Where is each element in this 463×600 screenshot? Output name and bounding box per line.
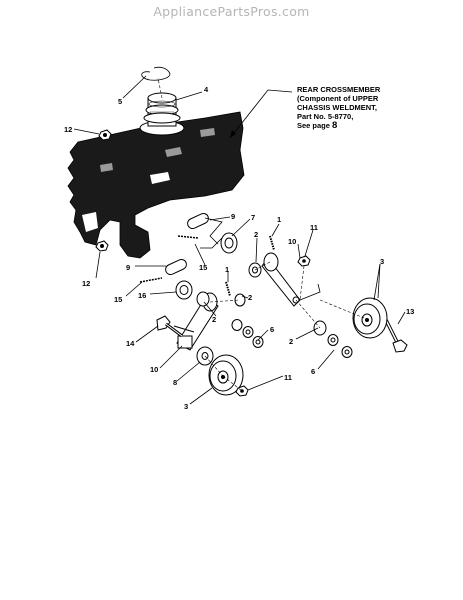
label-1-upper: 1: [277, 215, 281, 224]
label-2-upper: 2: [254, 230, 258, 239]
pin-15-upper: [177, 235, 199, 239]
callout-line-2: (Component of UPPER: [297, 94, 379, 103]
bearing-assembly: [139, 92, 185, 136]
nut-upper-left: [98, 129, 112, 141]
spring-9-upper: [187, 212, 223, 245]
washers-6-right: [313, 320, 353, 358]
callout-line-1: REAR CROSSMEMBER: [297, 85, 381, 94]
fitting-1-lower: [225, 281, 231, 297]
label-8: 8: [173, 378, 177, 387]
spring-9-lower: [165, 258, 187, 276]
label-6-left: 6: [270, 325, 274, 334]
nut-11-upper: [297, 255, 311, 267]
assembly-lines: [157, 77, 365, 392]
bolt-14: [156, 315, 183, 338]
label-11-lower: 11: [284, 373, 292, 382]
pin-15-lower: [139, 277, 163, 283]
label-12-lower: 12: [82, 279, 90, 288]
label-12-upper: 12: [64, 125, 72, 134]
label-15-upper: 15: [199, 263, 207, 272]
label-9-lower: 9: [126, 263, 130, 272]
label-7: 7: [251, 213, 255, 222]
idler-arm-upper: [261, 252, 321, 307]
site-watermark: AppliancePartsPros.com: [153, 4, 310, 19]
torsion-spring-7: [200, 232, 238, 254]
rear-crossmember-callout: REAR CROSSMEMBER (Component of UPPER CHA…: [229, 85, 381, 139]
callout-line-4: Part No. 5-8770,: [297, 112, 353, 121]
label-3-lower: 3: [184, 402, 188, 411]
label-4: 4: [204, 85, 209, 94]
washers-6-left: [231, 319, 264, 348]
label-15-lower: 15: [114, 295, 122, 304]
label-11-upper: 11: [310, 223, 318, 232]
fitting-1-upper: [269, 235, 275, 251]
callout-line-3: CHASSIS WELDMENT,: [297, 103, 377, 112]
label-1-lower: 1: [225, 265, 229, 274]
label-2-mid: 2: [248, 293, 252, 302]
label-10-lower: 10: [150, 365, 158, 374]
nut-lower-left: [95, 240, 109, 252]
part-labels: 5 4 12 12 9 7 1 2 10 11 9 15 15 16 1 2 2…: [64, 85, 414, 411]
snap-ring: [141, 66, 171, 81]
rear-crossmember: [67, 111, 245, 259]
callout-line-5: See page: [297, 121, 330, 130]
label-2-right: 2: [289, 337, 293, 346]
label-2-lower: 2: [212, 315, 216, 324]
torsion-spring-16: [175, 280, 193, 300]
label-5: 5: [118, 97, 122, 106]
label-13: 13: [406, 307, 414, 316]
label-6-right: 6: [311, 367, 315, 376]
label-9-upper: 9: [231, 212, 235, 221]
bolt-13: [384, 319, 408, 353]
label-14: 14: [126, 339, 135, 348]
label-10-upper: 10: [288, 237, 296, 246]
callout-page-number: 8: [332, 120, 337, 131]
pulley-right: [352, 297, 388, 339]
leader-lines: [73, 75, 406, 405]
label-3-upper: 3: [380, 257, 384, 266]
spacer-2-lower: [196, 291, 210, 307]
label-16: 16: [138, 291, 146, 300]
